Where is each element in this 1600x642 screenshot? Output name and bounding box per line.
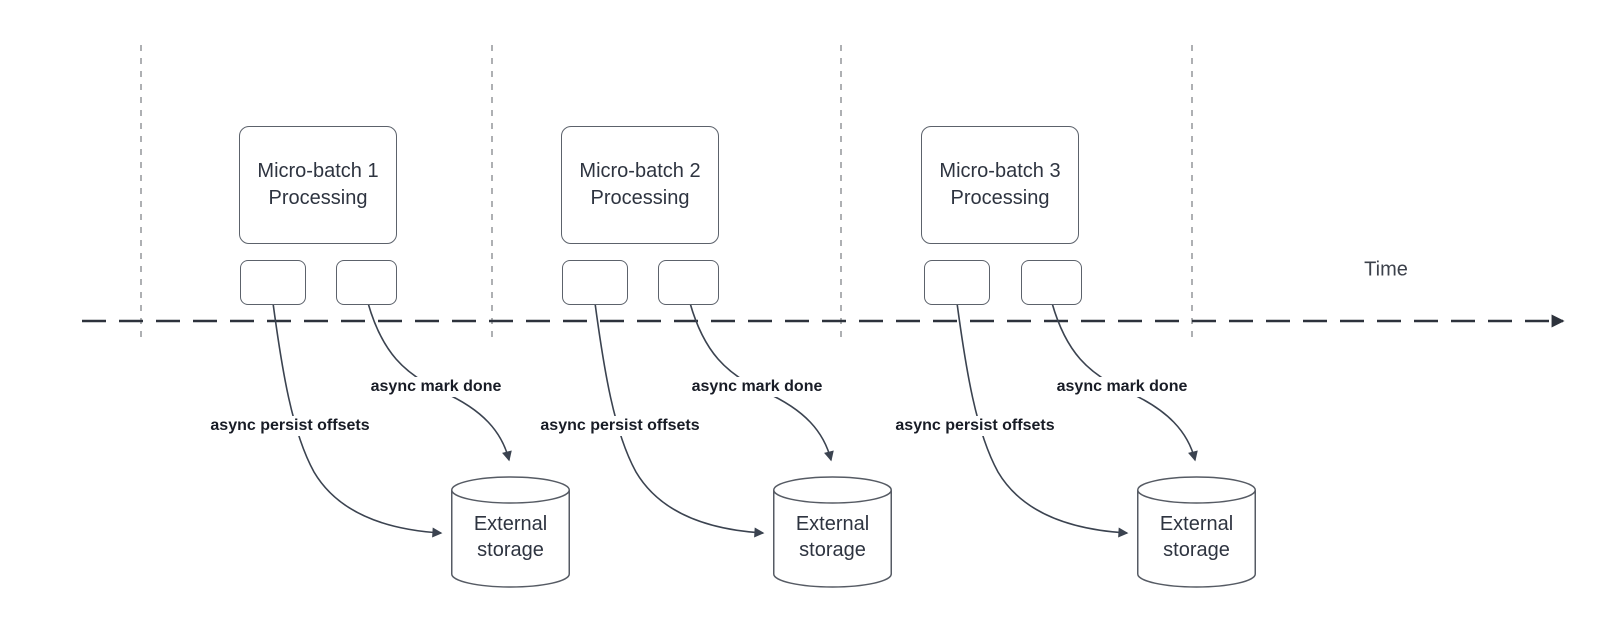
processing-box-title-line1: Micro-batch 2	[579, 160, 701, 182]
external-storage-cylinder-3: External storage	[1136, 476, 1257, 588]
mark-done-label-3: async mark done	[1052, 377, 1192, 397]
processing-box-title-line2: Processing	[590, 187, 690, 209]
time-axis-label: Time	[1364, 258, 1408, 281]
mark-done-task-box-2	[658, 260, 719, 305]
storage-text-line2: storage	[477, 539, 544, 561]
persist-offsets-arrow-1	[272, 302, 443, 538]
mark-done-task-box-1	[336, 260, 397, 305]
persist-task-box-2	[562, 260, 628, 305]
mark-done-task-box-3	[1021, 260, 1082, 305]
persist-offsets-label-2: async persist offsets	[536, 416, 704, 436]
persist-task-box-3	[924, 260, 990, 305]
micro-batch-1-processing-box: Micro-batch 1 Processing	[239, 126, 397, 244]
storage-text-line2: storage	[799, 539, 866, 561]
micro-batch-3-processing-box: Micro-batch 3 Processing	[921, 126, 1079, 244]
external-storage-text: External storage	[1136, 486, 1257, 588]
persist-offsets-arrow-2	[594, 302, 765, 538]
cylinder-shape	[1137, 476, 1256, 588]
storage-text-line2: storage	[1163, 539, 1230, 561]
processing-box-title-line2: Processing	[268, 187, 368, 209]
mark-done-label-2: async mark done	[687, 377, 827, 397]
persist-offsets-label-1: async persist offsets	[206, 416, 374, 436]
external-storage-text: External storage	[450, 486, 571, 588]
external-storage-cylinder-2: External storage	[772, 476, 893, 588]
processing-box-title-line2: Processing	[950, 187, 1050, 209]
processing-box-title-line1: Micro-batch 1	[257, 160, 379, 182]
cylinder-shape	[451, 476, 570, 588]
persist-offsets-arrow-3	[956, 302, 1129, 538]
persist-offsets-label-3: async persist offsets	[891, 416, 1059, 436]
micro-batch-2-processing-box: Micro-batch 2 Processing	[561, 126, 719, 244]
cylinder-shape	[773, 476, 892, 588]
mark-done-label-1: async mark done	[366, 377, 506, 397]
storage-text-line1: External	[473, 513, 548, 535]
external-storage-text: External storage	[772, 486, 893, 588]
persist-task-box-1	[240, 260, 306, 305]
external-storage-cylinder-1: External storage	[450, 476, 571, 588]
processing-box-title-line1: Micro-batch 3	[939, 160, 1061, 182]
storage-text-line1: External	[1159, 513, 1234, 535]
storage-text-line1: External	[795, 513, 870, 535]
